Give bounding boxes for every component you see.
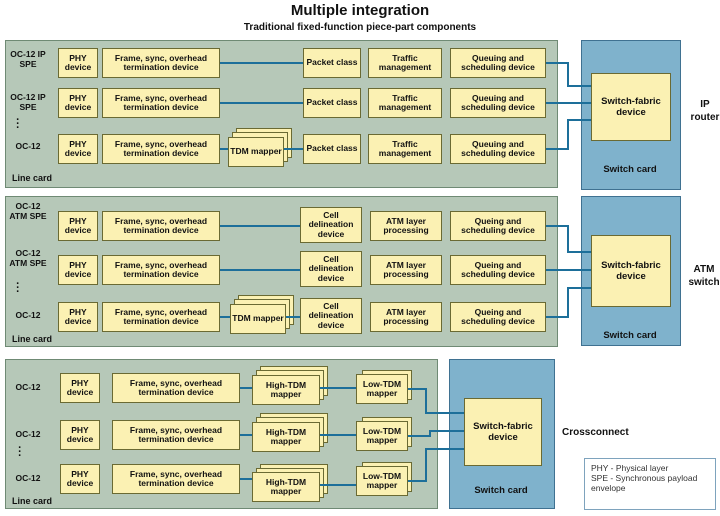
line-card-label: Line card bbox=[12, 496, 53, 506]
legend-phy: PHY - Physical layer bbox=[591, 463, 669, 473]
input-label: OC-12 ATM SPE bbox=[9, 201, 47, 221]
packet-class: Packet class bbox=[303, 88, 361, 118]
queuing-scheduling-device: Queuing and scheduling device bbox=[450, 48, 546, 78]
queing-scheduling-device: Queing and scheduling device bbox=[450, 211, 546, 241]
phy-device: PHY device bbox=[58, 302, 98, 332]
cell-delineation-device: Cell delineation device bbox=[300, 251, 362, 287]
high-tdm-mapper: High-TDM mapper bbox=[252, 422, 320, 452]
low-tdm-mapper: Low-TDM mapper bbox=[356, 374, 408, 404]
atm-layer-processing: ATM layer processing bbox=[370, 211, 442, 241]
high-tdm-mapper: High-TDM mapper bbox=[252, 375, 320, 405]
frame-sync-device: Frame, sync, overhead termination device bbox=[102, 255, 220, 285]
input-label: OC-12 bbox=[15, 429, 41, 439]
switch-fabric-crossconnect: Switch-fabric device bbox=[464, 398, 542, 466]
queing-scheduling-device: Queing and scheduling device bbox=[450, 255, 546, 285]
traffic-management: Traffic management bbox=[368, 48, 442, 78]
frame-sync-device: Frame, sync, overhead termination device bbox=[102, 211, 220, 241]
phy-device: PHY device bbox=[58, 88, 98, 118]
legend-box: PHY - Physical layer SPE - Synchronous p… bbox=[584, 458, 716, 510]
traffic-management: Traffic management bbox=[368, 134, 442, 164]
low-tdm-mapper: Low-TDM mapper bbox=[356, 466, 408, 496]
input-label: OC-12 bbox=[15, 141, 41, 151]
switch-fabric-atm-switch: Switch-fabric device bbox=[591, 235, 671, 307]
cell-delineation-device: Cell delineation device bbox=[300, 207, 362, 243]
phy-device: PHY device bbox=[60, 464, 100, 494]
queuing-scheduling-device: Queuing and scheduling device bbox=[450, 134, 546, 164]
frame-sync-device: Frame, sync, overhead termination device bbox=[102, 48, 220, 78]
more-inputs-dots: ··· bbox=[16, 278, 20, 298]
diagram-title: Multiple integration bbox=[290, 2, 430, 19]
legend-spe: SPE - Synchronous payload envelope bbox=[591, 473, 698, 493]
section-name-atm-switch: ATM switch bbox=[688, 264, 720, 288]
frame-sync-device: Frame, sync, overhead termination device bbox=[102, 134, 220, 164]
packet-class: Packet class bbox=[303, 48, 361, 78]
atm-layer-processing: ATM layer processing bbox=[370, 302, 442, 332]
input-label: OC-12 IP SPE bbox=[10, 92, 46, 112]
more-inputs-dots: ··· bbox=[16, 114, 20, 134]
more-inputs-dots: ··· bbox=[18, 442, 22, 462]
packet-class: Packet class bbox=[303, 134, 361, 164]
switch-card-label: Switch card bbox=[603, 164, 657, 175]
phy-device: PHY device bbox=[58, 255, 98, 285]
section-name-crossconnect: Crossconnect bbox=[562, 427, 629, 438]
high-tdm-mapper: High-TDM mapper bbox=[252, 472, 320, 502]
diagram-subtitle: Traditional fixed-function piece-part co… bbox=[243, 22, 477, 33]
switch-card-label: Switch card bbox=[474, 485, 528, 496]
phy-device: PHY device bbox=[58, 211, 98, 241]
switch-card-label: Switch card bbox=[603, 330, 657, 341]
queing-scheduling-device: Queing and scheduling device bbox=[450, 302, 546, 332]
low-tdm-mapper: Low-TDM mapper bbox=[356, 421, 408, 451]
traffic-management: Traffic management bbox=[368, 88, 442, 118]
input-label: OC-12 bbox=[15, 310, 41, 320]
line-card-label: Line card bbox=[12, 173, 53, 183]
line-card-label: Line card bbox=[12, 334, 53, 344]
queuing-scheduling-device: Queuing and scheduling device bbox=[450, 88, 546, 118]
frame-sync-device: Frame, sync, overhead termination device bbox=[112, 373, 240, 403]
frame-sync-device: Frame, sync, overhead termination device bbox=[102, 302, 220, 332]
input-label: OC-12 ATM SPE bbox=[9, 248, 47, 268]
phy-device: PHY device bbox=[58, 134, 98, 164]
atm-layer-processing: ATM layer processing bbox=[370, 255, 442, 285]
phy-device: PHY device bbox=[60, 420, 100, 450]
frame-sync-device: Frame, sync, overhead termination device bbox=[112, 420, 240, 450]
input-label: OC-12 bbox=[15, 473, 41, 483]
input-label: OC-12 IP SPE bbox=[10, 49, 46, 69]
phy-device: PHY device bbox=[58, 48, 98, 78]
frame-sync-device: Frame, sync, overhead termination device bbox=[102, 88, 220, 118]
cell-delineation-device: Cell delineation device bbox=[300, 298, 362, 334]
input-label: OC-12 bbox=[15, 382, 41, 392]
section-name-ip-router: IP router bbox=[690, 99, 720, 123]
frame-sync-device: Frame, sync, overhead termination device bbox=[112, 464, 240, 494]
phy-device: PHY device bbox=[60, 373, 100, 403]
tdm-mapper: TDM mapper bbox=[230, 304, 286, 334]
tdm-mapper: TDM mapper bbox=[228, 137, 284, 167]
switch-fabric-ip-router: Switch-fabric device bbox=[591, 73, 671, 141]
